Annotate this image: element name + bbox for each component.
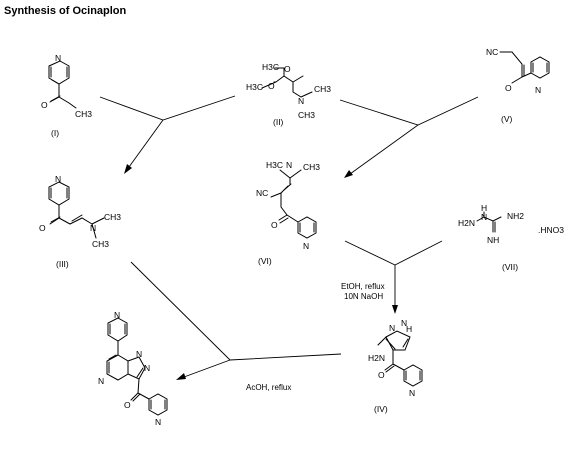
arrow-step3 (344, 240, 443, 314)
compound-vi-n-pyr: N (303, 241, 309, 251)
compound-iv-n-left: N (389, 323, 395, 333)
compound-iii: N O N CH3 CH3 (III) (39, 174, 121, 269)
compound-vii-salt: .HNO3 (538, 225, 564, 235)
compound-ocinaplon: N N N N O N (98, 310, 168, 427)
compound-i-label: (I) (51, 128, 59, 138)
compound-vi-label: (VI) (258, 256, 272, 266)
scheme-title: Synthesis of Ocinaplon (4, 5, 127, 17)
compound-iii-o: O (39, 223, 46, 233)
compound-v-label: (V) (501, 114, 513, 124)
compound-i: N O CH3 (I) (41, 53, 92, 138)
ocinaplon-n-a: N (98, 376, 104, 386)
ocinaplon-o: O (124, 400, 131, 410)
compound-vi-o: O (271, 220, 278, 230)
compound-iv-nh: N (401, 318, 407, 328)
compound-ii-label: (II) (273, 117, 284, 127)
compound-ii-o-bot: O (268, 81, 275, 91)
ocinaplon-n-top: N (114, 310, 120, 320)
arrow-step2 (339, 96, 479, 178)
arrow-step4 (130, 261, 342, 380)
compound-vii-label: (VII) (502, 262, 518, 272)
compound-iii-ch3-bot: CH3 (92, 239, 109, 249)
arrow-step1 (99, 95, 236, 174)
compound-v-o: O (505, 83, 512, 93)
compound-iv-n-pyr: N (409, 388, 415, 398)
compound-iii-ch3-right: CH3 (104, 212, 121, 222)
compound-vii-nh: NH (487, 235, 499, 245)
compound-iii-n-amine: N (90, 223, 96, 233)
compound-iv-label: (IV) (374, 404, 388, 414)
compound-ii-h3c-bot: H3C (246, 82, 263, 92)
compound-iii-n-pyr: N (55, 174, 61, 184)
compound-vii-h: H (481, 203, 487, 213)
compound-ii-ch3-right: CH3 (314, 84, 331, 94)
compound-vi-ch3: CH3 (303, 162, 320, 172)
compound-vii-h2n: H2N (458, 218, 475, 228)
ocinaplon-n-c: N (144, 363, 150, 373)
condition-step3-line1: EtOH, reflux (341, 282, 385, 291)
compound-ii-h3c-top: H3C (262, 62, 279, 72)
compound-vi-h3c: H3C (266, 160, 283, 170)
compound-iv: H2N N H N O N (IV) (368, 318, 423, 414)
compound-iii-label: (III) (56, 259, 69, 269)
compound-iv-o: O (378, 370, 385, 380)
compound-vii-nh2: NH2 (507, 211, 524, 221)
ocinaplon-n-pyr: N (155, 417, 161, 427)
compound-vi: H3C N CH3 NC O N (VI) (256, 160, 320, 266)
compound-vi-nc: NC (256, 188, 268, 198)
compound-vi-n: N (286, 160, 292, 170)
compound-v: NC O N (V) (486, 47, 550, 124)
compound-i-o: O (41, 100, 48, 110)
compound-ii-ch3-bot: CH3 (298, 110, 315, 120)
compound-vii-n: N (481, 212, 487, 222)
ocinaplon-n-b: N (136, 349, 142, 359)
compound-ii-n: N (298, 96, 304, 106)
compound-ii: H3C O H3C O N CH3 CH3 (II) (246, 62, 331, 127)
compound-vii: H N H2N NH2 NH .HNO3 (VII) (458, 203, 564, 272)
condition-step3-line2: 10N NaOH (344, 292, 383, 301)
compound-i-ch3: CH3 (75, 109, 92, 119)
compound-iv-nh-h: H (406, 324, 412, 334)
compound-v-nc: NC (486, 47, 498, 57)
compound-v-n: N (535, 85, 541, 95)
compound-ii-o-top: O (284, 64, 291, 74)
compound-iv-h2n: H2N (368, 353, 385, 363)
condition-step4: AcOH, reflux (246, 383, 291, 392)
compound-i-n: N (55, 53, 61, 63)
